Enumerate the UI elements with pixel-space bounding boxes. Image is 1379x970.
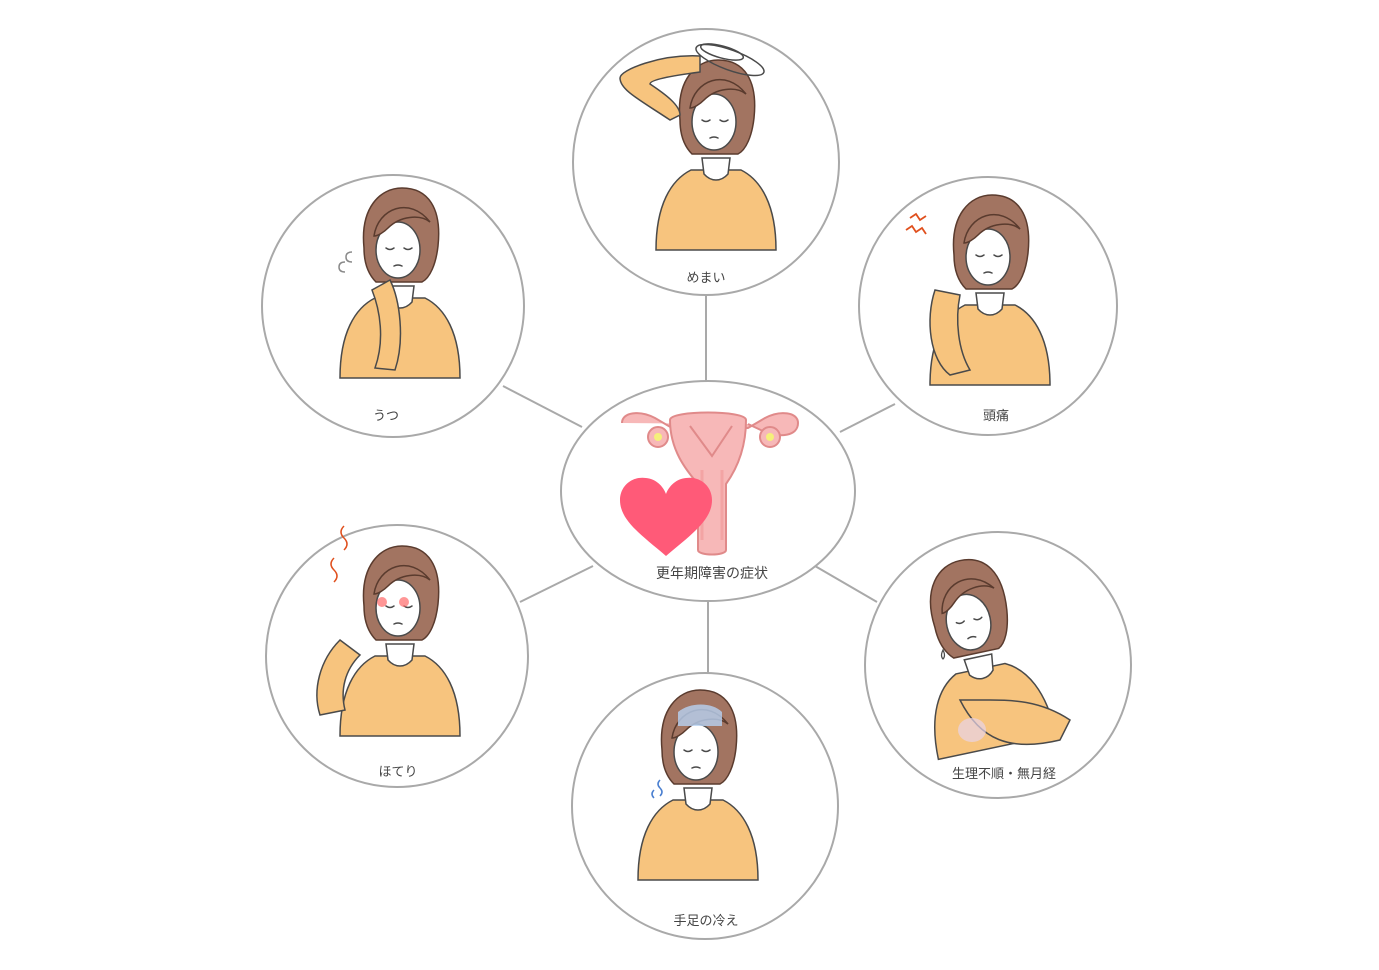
connector-hotflash xyxy=(519,565,594,603)
connector-depression xyxy=(502,385,583,428)
symptom-depression: うつ xyxy=(261,174,525,438)
symptom-label: ほてり xyxy=(378,765,417,780)
symptom-headache: 頭痛 xyxy=(858,176,1118,436)
symptom-label: めまい xyxy=(686,271,725,286)
symptom-hotflash: ほてり xyxy=(265,524,529,788)
uterus-icon xyxy=(621,411,800,556)
connector-menstrual xyxy=(814,565,878,603)
symptom-menstrual: 生理不順・無月経 xyxy=(864,531,1132,799)
symptom-cold: 手足の冷え xyxy=(571,672,839,940)
symptom-label: 生理不順・無月経 xyxy=(952,767,1056,782)
connector-headache xyxy=(839,403,896,433)
center-label: 更年期障害の症状 xyxy=(656,566,768,582)
heart-icon xyxy=(620,477,712,556)
center-node: 更年期障害の症状 xyxy=(560,380,856,602)
symptom-label: 手足の冷え xyxy=(673,914,738,929)
symptom-label: うつ xyxy=(373,409,399,424)
symptom-dizziness: めまい xyxy=(572,28,840,296)
symptom-label: 頭痛 xyxy=(983,408,1009,424)
